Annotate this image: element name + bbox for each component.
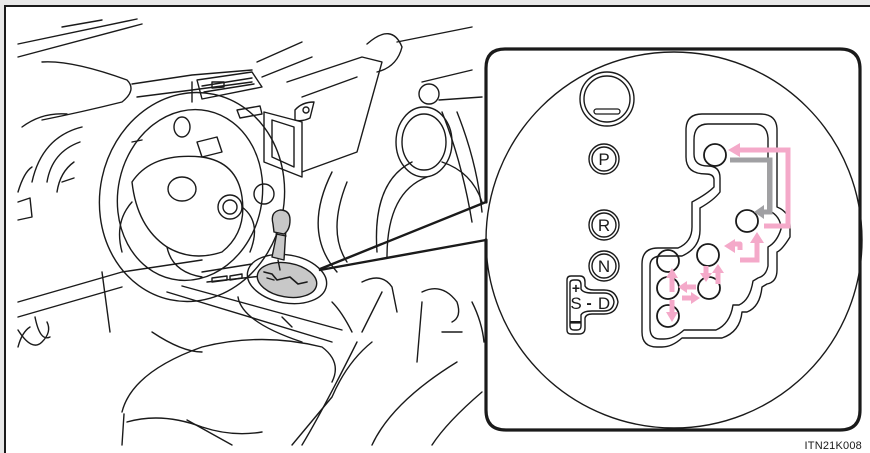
car-interior-illustration (17, 18, 488, 446)
label-drive: D (598, 294, 610, 313)
label-park: P (598, 150, 609, 169)
label-plus: + (572, 280, 580, 296)
label-separator: - (586, 295, 591, 312)
shift-gate-inset (484, 47, 863, 432)
label-neutral: N (598, 257, 610, 276)
label-sequential: S (570, 294, 581, 313)
figure-panel: P R N + S - D ITN21K008 (4, 5, 870, 453)
frame-top (0, 0, 870, 5)
frame-left (0, 0, 4, 453)
minus-icon (570, 321, 581, 324)
figure-code: ITN21K008 (804, 440, 862, 452)
label-reverse: R (598, 216, 610, 235)
